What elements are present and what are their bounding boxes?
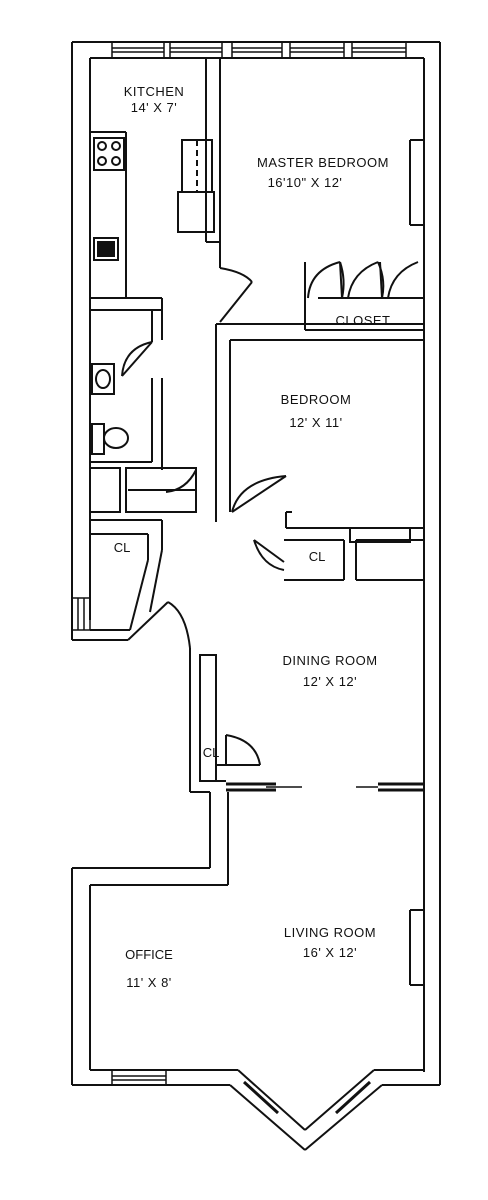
dining-closet-walls — [199, 654, 424, 986]
outer-walls — [71, 41, 441, 1151]
kitchen-size: 14' X 7' — [131, 100, 178, 115]
dining-room-size: 12' X 12' — [303, 674, 357, 689]
mid-closet-label: CL — [309, 549, 326, 564]
dining-room-label: DINING ROOM — [282, 653, 377, 668]
bathroom — [89, 298, 197, 620]
bedroom-size: 12' X 11' — [289, 415, 342, 430]
windows — [71, 41, 407, 1115]
bedroom-label: BEDROOM — [281, 392, 352, 407]
mid-closet-walls — [253, 539, 424, 581]
living-room-label: LIVING ROOM — [284, 925, 376, 940]
master-bedroom-label: MASTER BEDROOM — [257, 155, 389, 170]
master-bedroom-size: 16'10" X 12' — [268, 175, 343, 190]
closet-label: CLOSET — [335, 313, 390, 328]
kitchen-fixtures — [90, 58, 221, 299]
left-closet-label: CL — [114, 540, 131, 555]
dining-closet-label: CL — [203, 745, 220, 760]
master-closet — [219, 139, 424, 331]
office-size: 11' X 8' — [126, 975, 172, 990]
kitchen-label: KITCHEN — [124, 84, 185, 99]
office-label: OFFICE — [125, 947, 173, 962]
bedroom-walls — [215, 323, 424, 543]
left-closet-walls — [90, 519, 191, 649]
living-room-size: 16' X 12' — [303, 945, 357, 960]
